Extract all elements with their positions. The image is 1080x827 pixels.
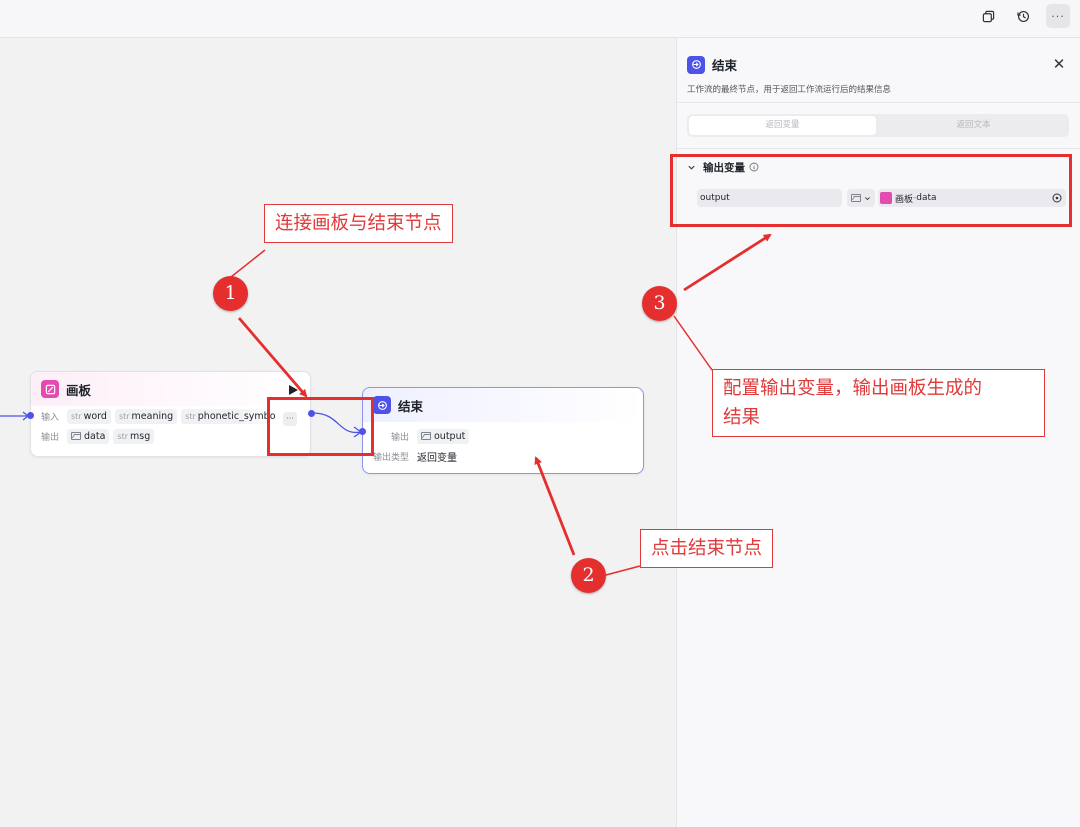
canvas-board-input-port[interactable] [27,412,34,419]
tab-return-variable[interactable]: 返回变量 [689,116,876,135]
source-var-name: data [916,193,937,203]
output-label: 输出 [41,432,60,443]
variable-type-select[interactable] [847,189,875,207]
panel-divider-2 [677,148,1080,149]
panel-divider [677,102,1080,103]
highlight-box-output-variable [670,154,1072,227]
end-output-type-label: 输出类型 [373,452,410,463]
run-node-icon[interactable] [289,385,298,395]
source-separator: - [913,193,917,203]
end-output-type-row: 输出类型 返回变量 [373,446,633,466]
panel-header: 结束 [687,55,737,74]
panel-end-icon [687,55,705,74]
input-label: 输入 [41,412,60,423]
callout-configure-line-2: 结果 [723,407,761,428]
more-inputs-button[interactable]: ··· [283,412,297,426]
end-output-row: 输出 output [373,426,633,446]
end-output-type-value: 返回变量 [417,452,457,464]
info-icon[interactable] [749,162,759,172]
image-type-icon [421,432,431,440]
end-output-label: 输出 [391,432,410,443]
end-node-icon [373,396,391,414]
step-marker-3: 3 [642,286,677,321]
variable-name-input[interactable]: output [697,189,842,207]
canvas-board-icon [41,380,59,398]
highlight-box-connection [267,397,374,456]
section-header[interactable]: 输出变量 [687,158,1073,176]
source-node-name: 画板 [895,194,914,205]
chevron-down-icon [865,196,870,200]
image-type-icon [71,432,81,440]
section-title: 输出变量 [703,161,745,174]
step-marker-2: 2 [571,558,606,593]
tab-return-text[interactable]: 返回文本 [956,120,991,130]
more-icon: ··· [1051,9,1065,23]
canvas-board-icon [880,192,892,204]
return-mode-tabs: 返回变量 返回文本 [687,114,1069,137]
panel-description: 工作流的最终节点，用于返回工作流运行后的结果信息 [687,85,892,95]
end-node-title: 结束 [398,398,424,414]
callout-configure-output: 配置输出变量，输出画板生成的 结果 [712,369,1045,437]
canvas-board-output-port[interactable] [308,410,315,417]
callout-click-end: 点击结束节点 [640,529,774,568]
history-icon[interactable] [1011,4,1035,28]
end-node-header: 结束 [363,388,643,422]
chevron-down-icon[interactable] [687,163,696,172]
output-var-data: data [67,428,110,444]
callout-configure-line-1: 配置输出变量，输出画板生成的 [723,378,983,399]
step-marker-1: 1 [213,276,248,311]
variable-source-select[interactable]: 画板 - data [878,189,1066,207]
callout-connect: 连接画板与结束节点 [264,204,453,243]
more-options-button[interactable]: ··· [1046,4,1070,28]
copy-icon[interactable] [976,4,1000,28]
end-node[interactable]: 结束 输出 output 输出类型 返回变量 [362,387,644,474]
close-icon[interactable]: ✕ [1052,55,1066,73]
panel-title: 结束 [712,58,738,73]
output-variables-section: 输出变量 [687,158,1073,176]
top-toolbar: ··· [0,0,1080,38]
end-output-var: output [417,428,470,444]
target-icon[interactable] [1052,193,1062,203]
end-node-input-port[interactable] [359,428,366,435]
image-type-icon [851,194,861,202]
canvas-board-node-title: 画板 [66,382,92,398]
